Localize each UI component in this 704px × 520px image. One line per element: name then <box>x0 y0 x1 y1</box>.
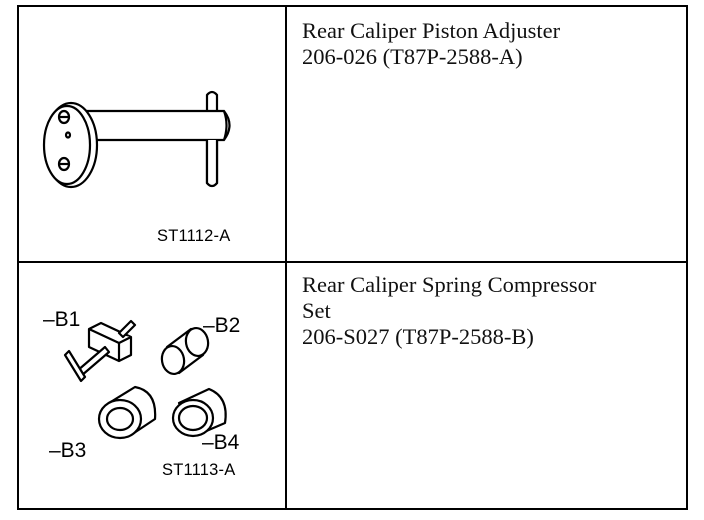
piston-adjuster-illustration: ST1112-A <box>19 7 285 259</box>
piston-adjuster-drawing <box>42 90 231 189</box>
tool-name-line-1: Rear Caliper Spring Compressor <box>302 272 597 297</box>
tool-name: Rear Caliper Piston Adjuster <box>302 18 561 43</box>
tool-number: 206-S027 (T87P-2588-B) <box>302 324 534 349</box>
callout-b3: –B3 <box>49 439 87 462</box>
figure-code: ST1113-A <box>162 461 236 479</box>
tool-description: Rear Caliper Spring Compressor Set 206-S… <box>302 272 682 350</box>
special-tools-table: ST1112-A Rear Caliper Piston Adjuster 20… <box>17 5 688 510</box>
callout-b4: –B4 <box>202 431 240 454</box>
callout-b2: –B2 <box>203 314 241 337</box>
tool-number: 206-026 (T87P-2588-A) <box>302 44 523 69</box>
callout-b1: –B1 <box>43 308 81 331</box>
tool-name-line-2: Set <box>302 298 331 323</box>
spring-compressor-illustration: –B1 –B2 –B3 –B4 ST1113-A <box>19 263 285 515</box>
spring-compressor-drawing <box>63 319 227 440</box>
tool-description: Rear Caliper Piston Adjuster 206-026 (T8… <box>302 18 682 70</box>
figure-code: ST1112-A <box>157 227 231 245</box>
column-divider <box>285 7 287 508</box>
row-divider <box>19 261 686 263</box>
